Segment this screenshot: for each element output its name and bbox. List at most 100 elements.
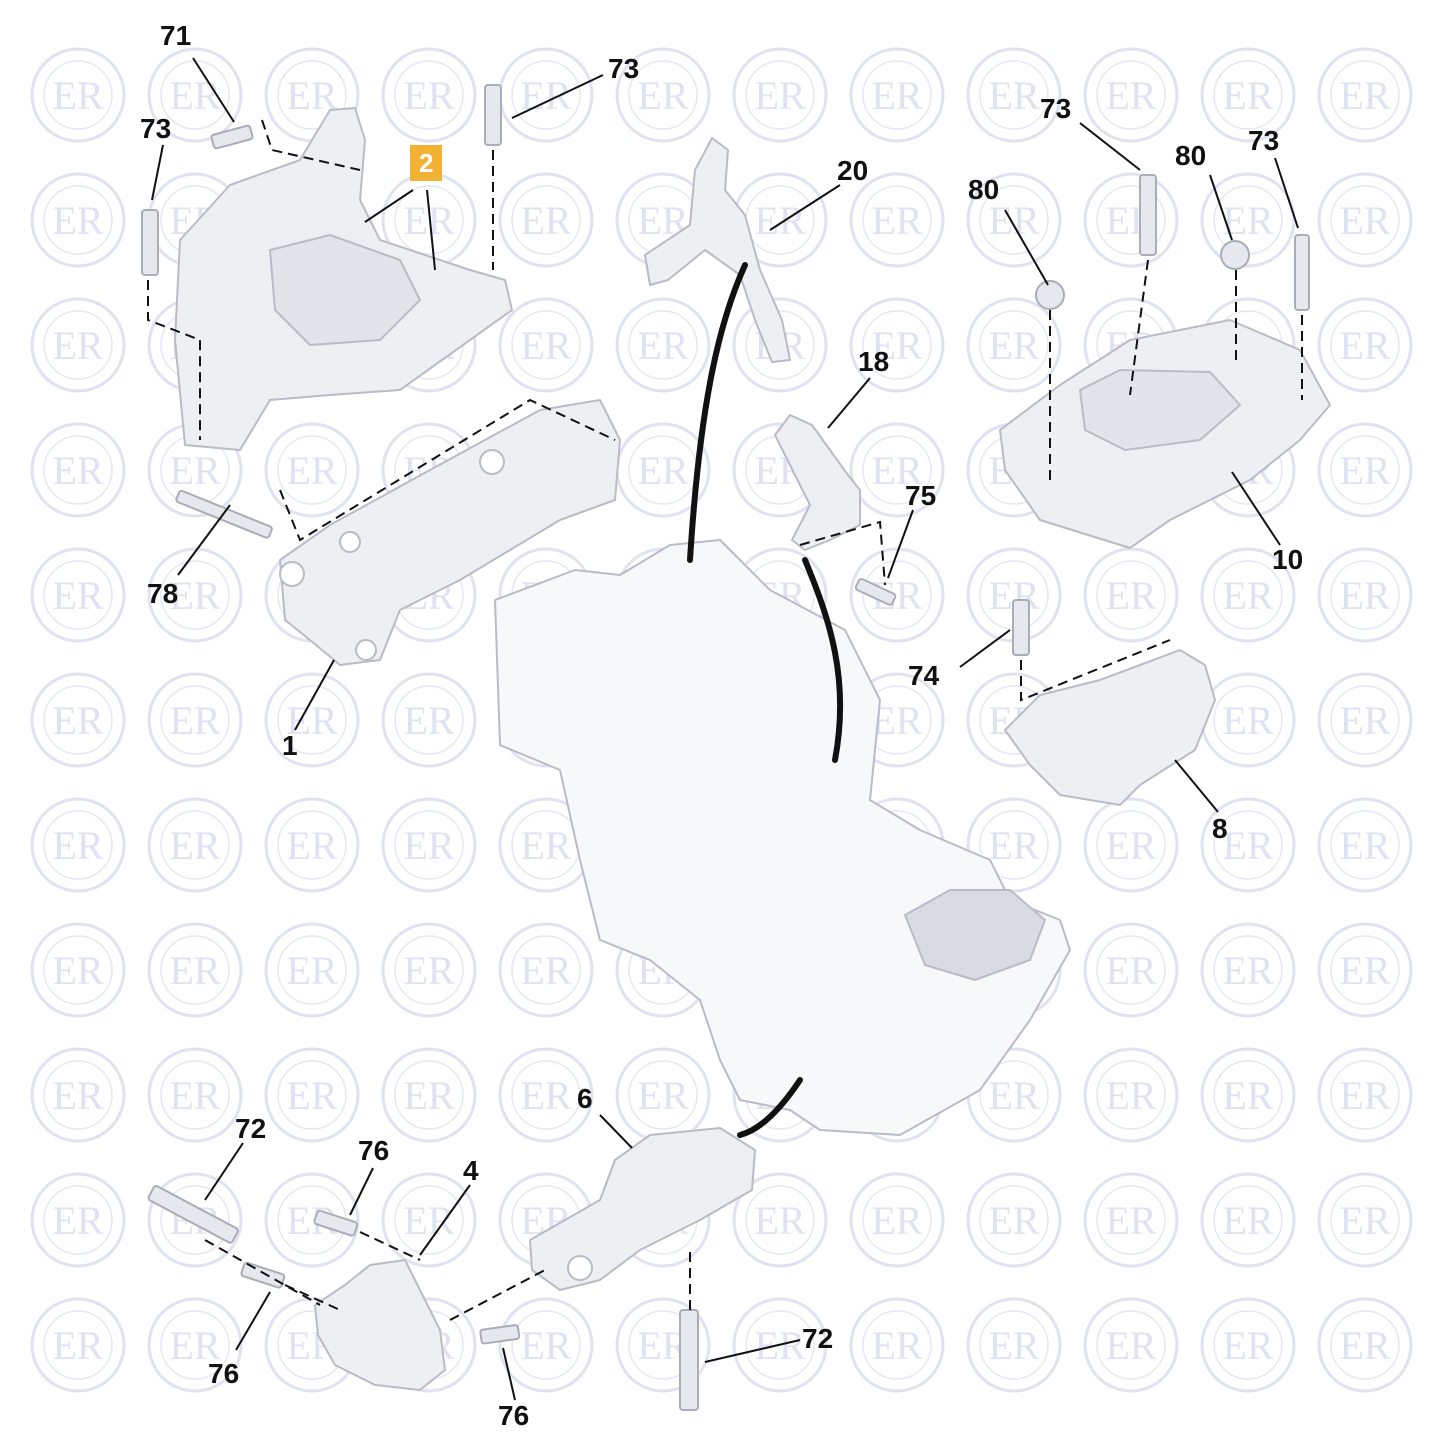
watermark-seal: ER <box>147 47 243 143</box>
mount-part-8[interactable] <box>1004 649 1216 806</box>
callout-72[interactable]: 72 <box>802 1323 834 1354</box>
support-bracket-part-20[interactable] <box>644 137 791 363</box>
parts-layer <box>174 107 1331 1391</box>
callout-73[interactable]: 73 <box>1248 125 1280 156</box>
watermark-seal: ER <box>966 297 1062 393</box>
callout-71[interactable]: 71 <box>160 20 192 51</box>
watermark-seal: ER <box>1317 672 1413 768</box>
callout-80[interactable]: 80 <box>968 174 1000 205</box>
nut-80[interactable] <box>1035 280 1065 310</box>
svg-text:ER: ER <box>169 823 220 868</box>
bolt-76[interactable] <box>240 1261 286 1289</box>
svg-text:ER: ER <box>169 448 220 493</box>
mount-part-4[interactable] <box>314 1259 446 1391</box>
svg-text:ER: ER <box>1339 73 1390 118</box>
bolt-72[interactable] <box>679 1309 699 1411</box>
callout-73[interactable]: 73 <box>140 113 172 144</box>
callout-6[interactable]: 6 <box>577 1083 593 1114</box>
watermark-seal: ER <box>1200 1297 1296 1393</box>
bolt-73[interactable] <box>141 209 159 276</box>
bolt-72[interactable] <box>147 1185 239 1244</box>
watermark-seal: ER <box>264 797 360 893</box>
torque-mount-part-6[interactable] <box>529 1127 756 1291</box>
svg-text:ER: ER <box>169 73 220 118</box>
callout-1[interactable]: 1 <box>282 730 298 761</box>
bolt-71[interactable] <box>210 124 254 150</box>
svg-text:ER: ER <box>52 1198 103 1243</box>
watermark-seal: ER <box>381 797 477 893</box>
callout-73[interactable]: 73 <box>1040 93 1072 124</box>
svg-text:ER: ER <box>637 448 688 493</box>
svg-text:ER: ER <box>1105 823 1156 868</box>
callout-80[interactable]: 80 <box>1175 140 1207 171</box>
svg-text:ER: ER <box>871 1198 922 1243</box>
callout-10[interactable]: 10 <box>1272 544 1304 575</box>
watermark-seal: ER <box>147 797 243 893</box>
bolt-73[interactable] <box>1294 234 1310 311</box>
svg-text:ER: ER <box>403 948 454 993</box>
watermark-seal: ER <box>849 297 945 393</box>
callout-76[interactable]: 76 <box>358 1135 390 1166</box>
watermark-seal: ER <box>147 1297 243 1393</box>
bracket-hole <box>279 561 305 587</box>
watermark-seal: ER <box>1200 547 1296 643</box>
callout-75[interactable]: 75 <box>905 480 937 511</box>
svg-text:ER: ER <box>52 573 103 618</box>
bolt-73[interactable] <box>1139 174 1157 256</box>
watermark-seal: ER <box>264 672 360 768</box>
callout-2-highlighted[interactable]: 2 <box>410 145 443 181</box>
callout-20[interactable]: 20 <box>837 155 869 186</box>
svg-text:ER: ER <box>169 1073 220 1118</box>
svg-text:ER: ER <box>52 323 103 368</box>
bolt-74[interactable] <box>1012 599 1030 656</box>
callout-18[interactable]: 18 <box>858 346 890 377</box>
callout-4[interactable]: 4 <box>463 1155 479 1186</box>
svg-text:ER: ER <box>1339 448 1390 493</box>
watermark-seal: ER <box>381 672 477 768</box>
svg-text:ER: ER <box>286 698 337 743</box>
watermark-seal: ER <box>498 1297 594 1393</box>
watermark-seal: ER <box>30 547 126 643</box>
svg-text:ER: ER <box>754 73 805 118</box>
svg-text:ER: ER <box>52 698 103 743</box>
callout-78[interactable]: 78 <box>147 578 179 609</box>
watermark-seal: ER <box>1317 1297 1413 1393</box>
watermark-seal: ER <box>966 797 1062 893</box>
svg-text:ER: ER <box>754 1198 805 1243</box>
callout-76[interactable]: 76 <box>498 1400 530 1431</box>
svg-text:ER: ER <box>1339 198 1390 243</box>
callout-72[interactable]: 72 <box>235 1113 267 1144</box>
callout-76[interactable]: 76 <box>208 1358 240 1389</box>
svg-text:ER: ER <box>1222 1198 1273 1243</box>
watermark-seal: ER <box>264 922 360 1018</box>
bolt-76[interactable] <box>479 1324 521 1345</box>
watermark-seal: ER <box>615 1047 711 1143</box>
watermark-seal: ER <box>1083 1172 1179 1268</box>
svg-text:ER: ER <box>1222 1073 1273 1118</box>
bracket-part-1[interactable] <box>279 399 621 666</box>
svg-text:ER: ER <box>988 1323 1039 1368</box>
svg-text:ER: ER <box>1105 1073 1156 1118</box>
svg-text:ER: ER <box>52 948 103 993</box>
bolt-75[interactable] <box>854 577 897 606</box>
svg-text:ER: ER <box>52 73 103 118</box>
svg-text:ER: ER <box>520 323 571 368</box>
callout-73[interactable]: 73 <box>608 53 640 84</box>
nut-80[interactable] <box>1220 240 1250 270</box>
svg-text:ER: ER <box>520 948 571 993</box>
callout-74[interactable]: 74 <box>908 660 940 691</box>
svg-text:ER: ER <box>520 198 571 243</box>
bracket-part-18[interactable] <box>774 414 861 551</box>
watermark-seal: ER <box>381 47 477 143</box>
watermark-seal: ER <box>1083 47 1179 143</box>
svg-text:ER: ER <box>1222 698 1273 743</box>
svg-text:ER: ER <box>403 1073 454 1118</box>
bolt-73[interactable] <box>484 84 502 146</box>
engine-block <box>494 539 1071 1136</box>
svg-text:ER: ER <box>520 823 571 868</box>
bolt-76[interactable] <box>313 1209 359 1237</box>
watermark-seal: ER <box>147 1047 243 1143</box>
callout-8[interactable]: 8 <box>1212 813 1228 844</box>
